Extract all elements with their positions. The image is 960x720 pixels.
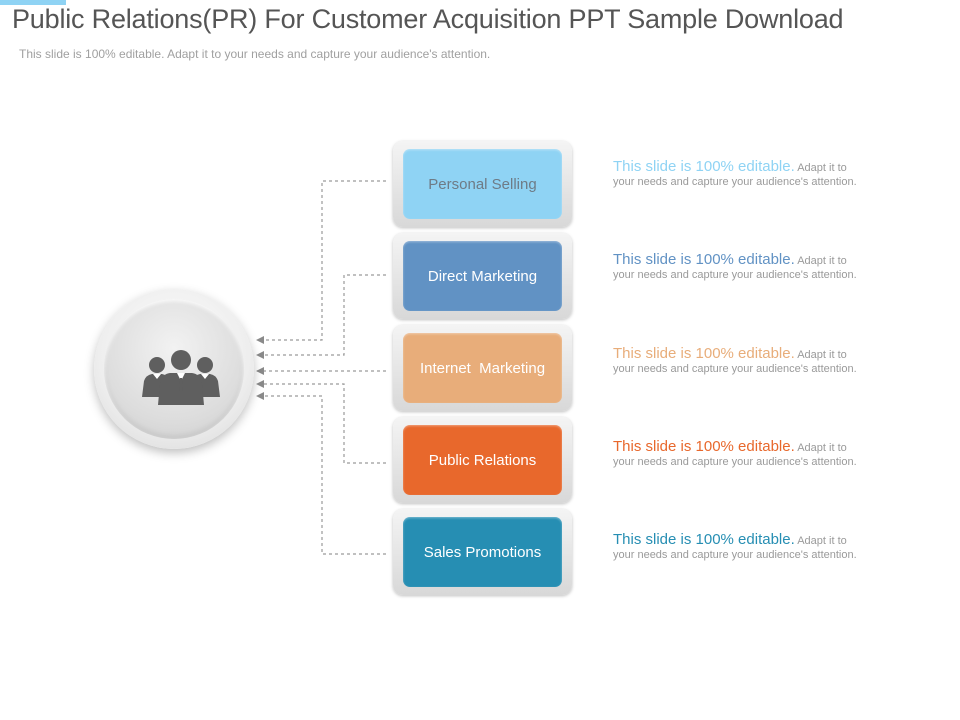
page-title: Public Relations(PR) For Customer Acquis…: [12, 4, 844, 34]
description-body: Adapt it to your needs and capture your …: [613, 162, 857, 188]
category-frame-internet-marketing: Internet Marketing: [393, 325, 572, 411]
description-heading: This slide is 100% editable.: [613, 531, 795, 548]
category-box-direct-marketing: Direct Marketing: [403, 241, 562, 311]
category-description: This slide is 100% editable. Adapt it to…: [613, 251, 863, 282]
category-description: This slide is 100% editable. Adapt it to…: [613, 438, 863, 469]
people-group-icon: [142, 350, 220, 405]
category-frame-public-relations: Public Relations: [393, 417, 572, 503]
description-body: Adapt it to your needs and capture your …: [613, 349, 857, 375]
connector-public-relations: [256, 380, 386, 464]
description-body: Adapt it to your needs and capture your …: [613, 535, 857, 561]
description-heading: This slide is 100% editable.: [613, 158, 795, 175]
page-subtitle: This slide is 100% editable. Adapt it to…: [19, 47, 491, 61]
category-box-internet-marketing: Internet Marketing: [403, 333, 562, 403]
description-body: Adapt it to your needs and capture your …: [613, 442, 857, 468]
customer-hub-inner: [104, 299, 244, 439]
category-description: This slide is 100% editable. Adapt it to…: [613, 531, 863, 562]
description-heading: This slide is 100% editable.: [613, 251, 795, 268]
connector-direct-marketing: [256, 274, 386, 359]
category-box-personal-selling: Personal Selling: [403, 149, 562, 219]
description-body: Adapt it to your needs and capture your …: [613, 255, 857, 281]
customer-hub-circle: [94, 289, 254, 449]
category-frame-sales-promotions: Sales Promotions: [393, 509, 572, 595]
category-description: This slide is 100% editable. Adapt it to…: [613, 345, 863, 376]
category-frame-direct-marketing: Direct Marketing: [393, 233, 572, 319]
connector-personal-selling: [256, 180, 386, 344]
category-frame-personal-selling: Personal Selling: [393, 141, 572, 227]
category-description: This slide is 100% editable. Adapt it to…: [613, 158, 863, 189]
description-heading: This slide is 100% editable.: [613, 345, 795, 362]
title-accent-bar: [0, 0, 66, 5]
description-heading: This slide is 100% editable.: [613, 438, 795, 455]
connector-sales-promotions: [256, 392, 386, 555]
category-box-public-relations: Public Relations: [403, 425, 562, 495]
category-box-sales-promotions: Sales Promotions: [403, 517, 562, 587]
